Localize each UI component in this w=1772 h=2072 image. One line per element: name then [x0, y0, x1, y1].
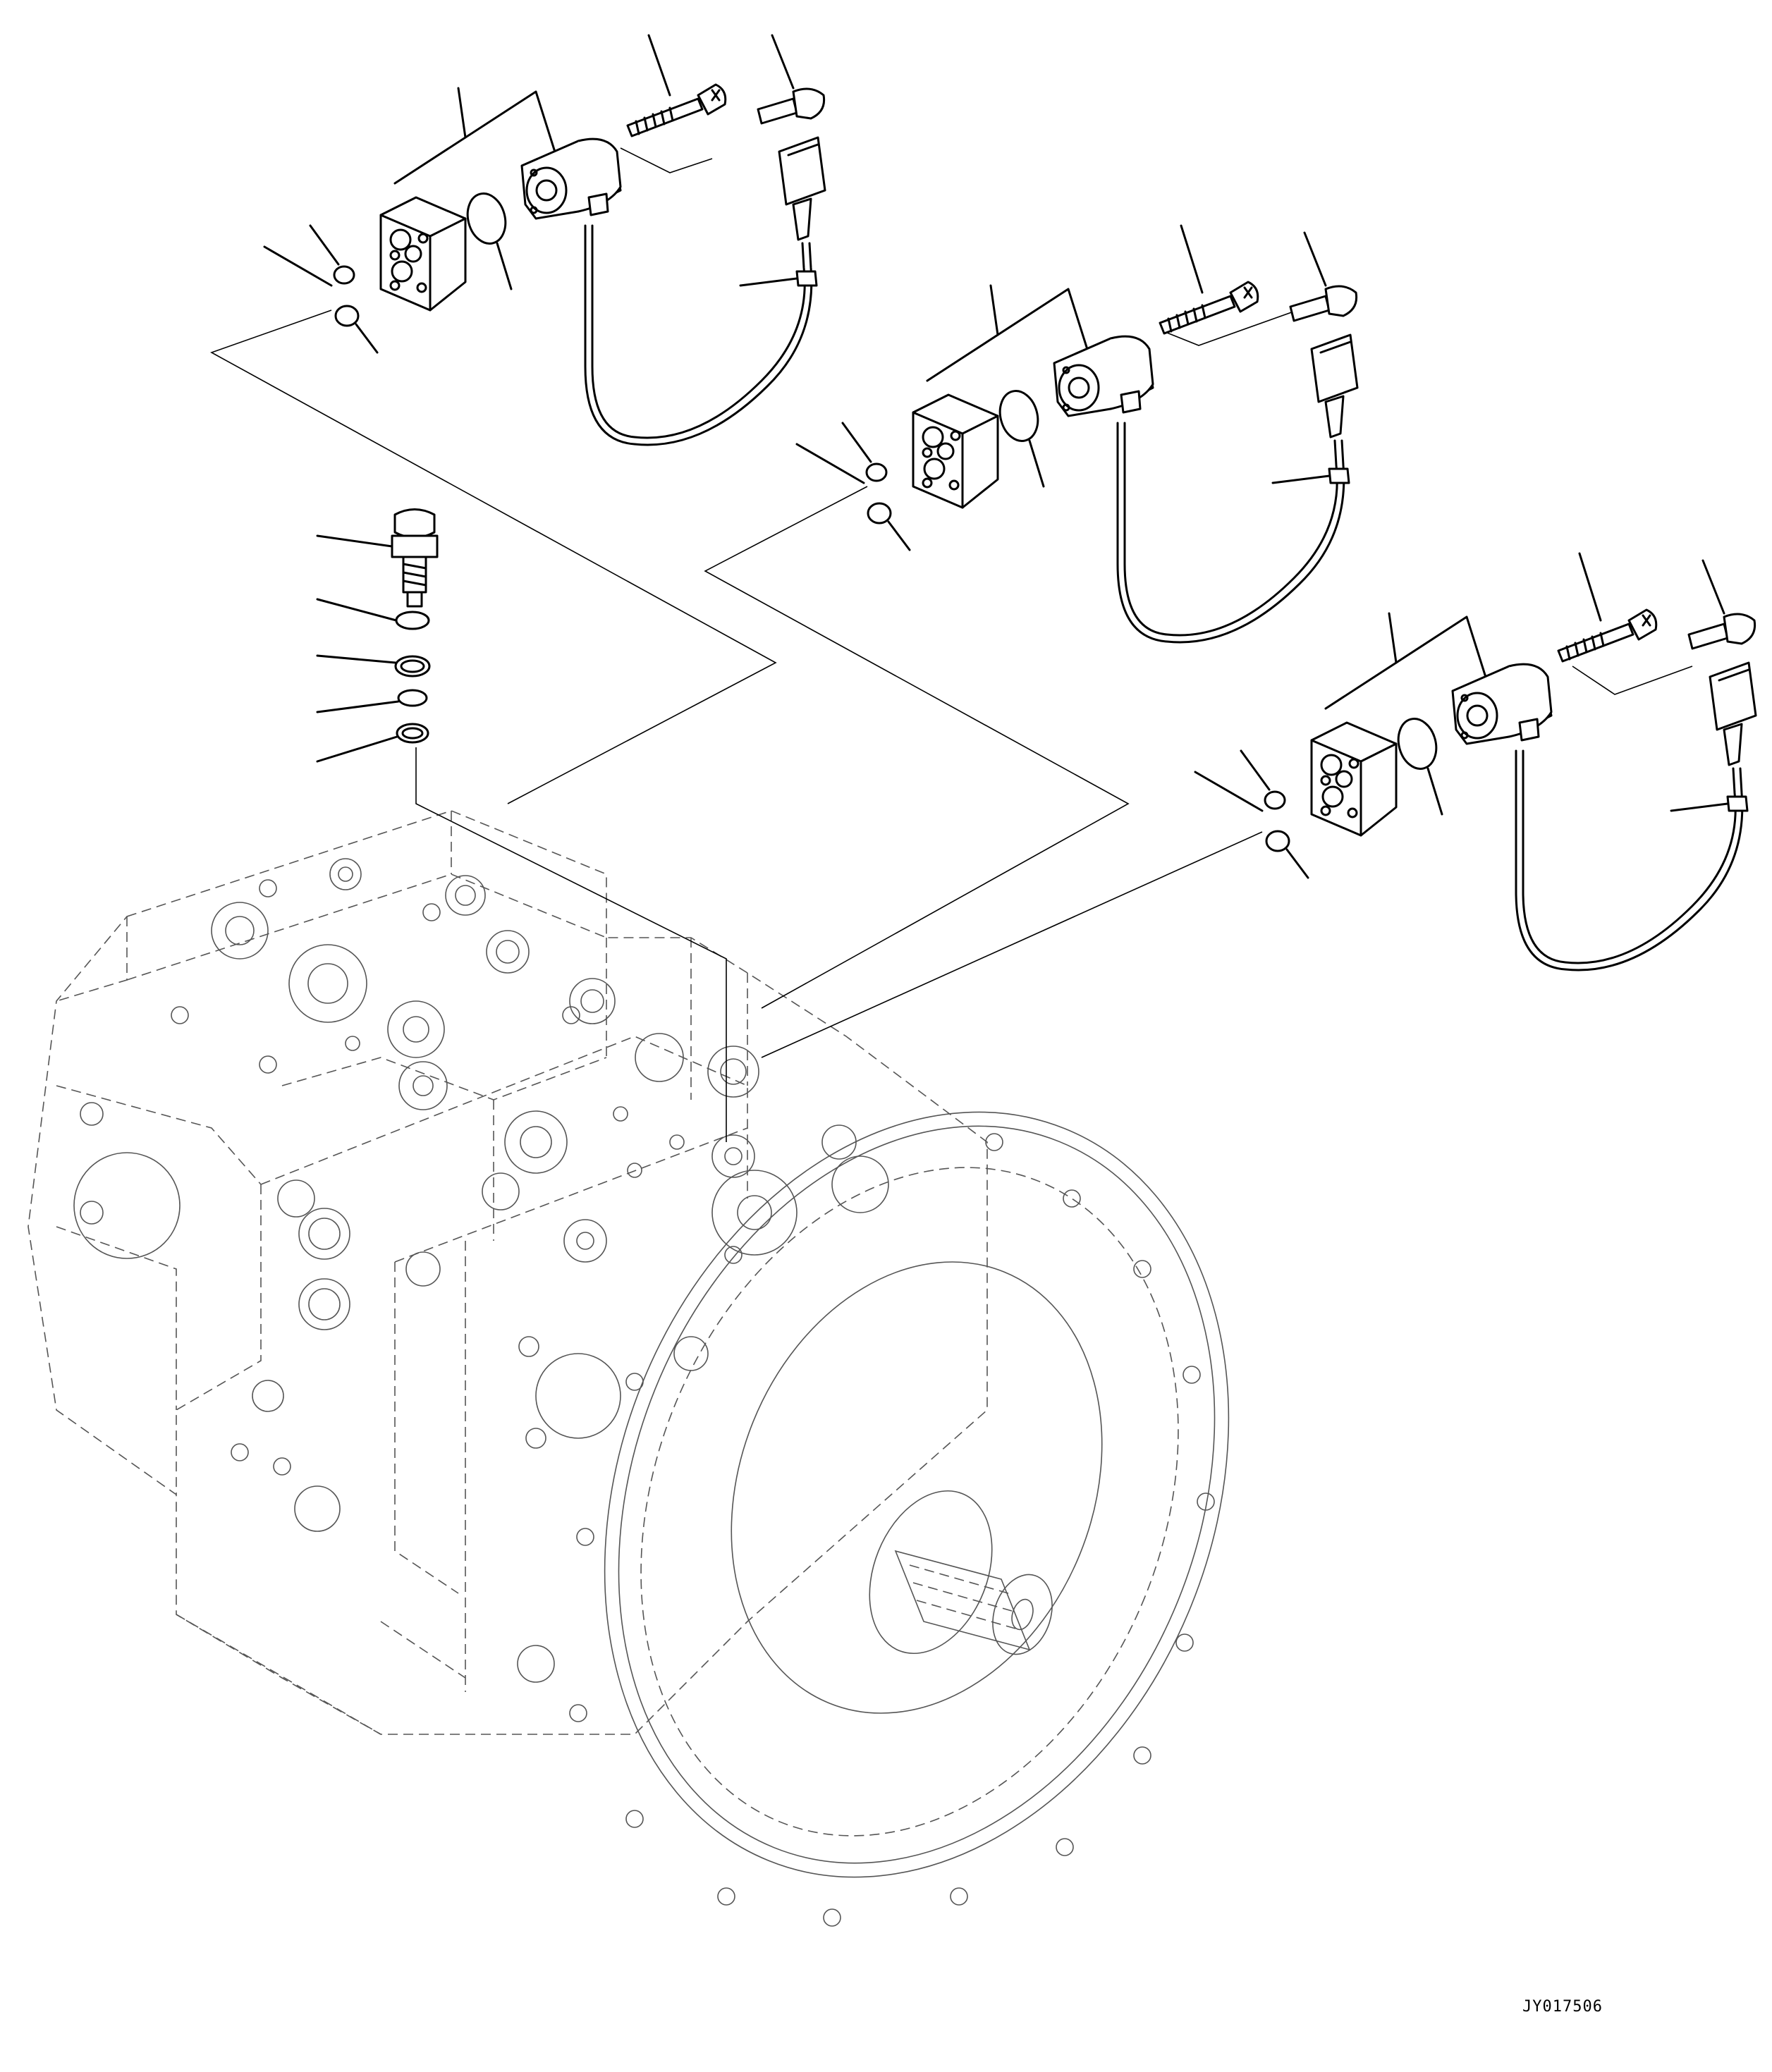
port-circles — [171, 858, 889, 1263]
mounting-bolt — [626, 83, 727, 137]
harness-connector — [1709, 661, 1757, 766]
flywheel-housing — [569, 1111, 1230, 1927]
o-ring-1 — [395, 611, 430, 630]
solenoid-valve-assembly-3 — [1194, 552, 1757, 971]
flywheel-bolt-holes — [569, 1133, 1215, 1927]
solenoid-body — [1053, 335, 1154, 417]
mounting-bolt — [1557, 608, 1658, 663]
valve-block — [1310, 721, 1398, 837]
gasket — [1397, 718, 1438, 770]
relief-valve-cartridge — [391, 508, 439, 608]
short-bolt — [1289, 285, 1358, 322]
o-ring — [1264, 790, 1286, 810]
solenoid-valve-assembly-1 — [263, 34, 826, 446]
relief-valve-stack — [316, 508, 439, 763]
harness-connector — [778, 136, 826, 241]
o-ring-2 — [397, 689, 428, 707]
drawing-number: JY017506 — [1522, 1998, 1603, 2016]
gasket — [998, 390, 1039, 442]
hydraulic-pump-body-phantom — [28, 810, 1230, 1927]
solenoid-body — [520, 137, 622, 220]
harness-connector — [1310, 333, 1359, 439]
valve-block — [379, 196, 467, 312]
backup-ring-1 — [394, 655, 431, 678]
valve-block — [912, 393, 999, 509]
backup-ring-2 — [396, 723, 429, 744]
splined-shaft — [894, 1550, 1053, 1655]
short-bolt — [757, 87, 826, 125]
o-ring — [865, 462, 888, 482]
o-ring — [333, 265, 355, 285]
solenoid-body — [1451, 663, 1553, 745]
reference-lines — [210, 147, 1693, 1142]
gasket — [466, 192, 507, 245]
side-ports — [73, 1102, 709, 1683]
mounting-bolt — [1159, 281, 1259, 335]
solenoid-valve-assembly-2 — [795, 224, 1359, 644]
short-bolt — [1687, 613, 1756, 650]
